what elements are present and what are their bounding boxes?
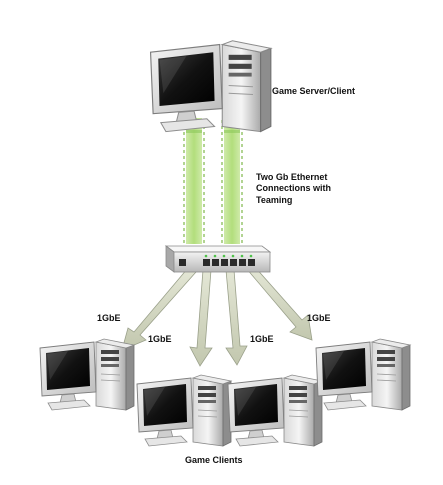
game-client-computer-icon bbox=[39, 338, 135, 411]
ethernet-label-line-2: Connections with bbox=[256, 183, 331, 194]
arrow-to-client-3 bbox=[225, 269, 248, 366]
server-label: Game Server/Client bbox=[272, 86, 356, 96]
game-server-computer-icon bbox=[149, 40, 272, 133]
arrow-to-client-4 bbox=[245, 265, 313, 341]
ethernet-label-line-1: Two Gb Ethernet bbox=[256, 172, 328, 182]
game-client-computer-icon bbox=[136, 374, 232, 447]
arrow-to-client-2 bbox=[189, 269, 213, 367]
link-label-2: 1GbE bbox=[148, 334, 172, 344]
network-switch-icon bbox=[164, 245, 272, 273]
teamed-ethernet-uplink bbox=[183, 118, 243, 244]
link-label-3: 1GbE bbox=[250, 334, 274, 344]
link-label-4: 1GbE bbox=[307, 313, 331, 323]
client-link-arrows bbox=[121, 265, 313, 367]
game-client-computer-icon bbox=[315, 338, 411, 411]
game-client-computer-icon bbox=[227, 374, 323, 447]
link-label-1: 1GbE bbox=[97, 313, 121, 323]
ethernet-label-line-3: Teaming bbox=[256, 194, 293, 205]
clients-label: Game Clients bbox=[185, 455, 243, 465]
ethernet-teaming-label: Two Gb Ethernet Connections with Teaming bbox=[256, 172, 331, 206]
